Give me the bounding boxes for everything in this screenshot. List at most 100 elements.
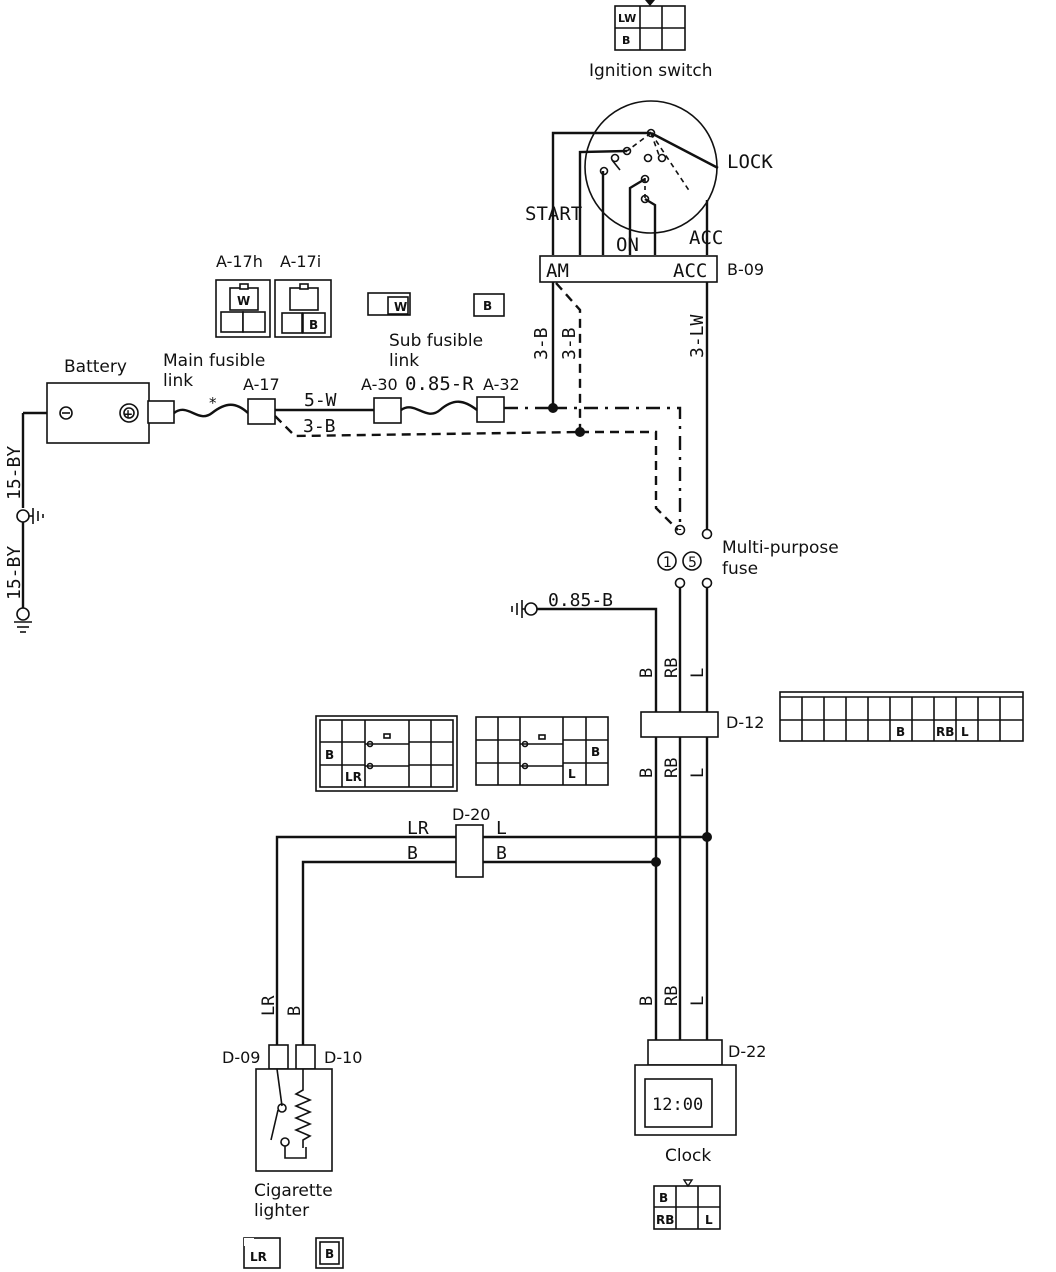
wire-label-15by-a: 15-BY — [4, 446, 25, 500]
wire-label-lr-top: LR — [407, 818, 429, 839]
wire-label-b2: B — [637, 768, 657, 778]
svg-text:L: L — [705, 1213, 713, 1227]
wire-3b-dashed — [555, 282, 582, 432]
d12-connector — [640, 711, 719, 738]
svg-text:B: B — [591, 745, 600, 759]
sub-fusible-link-label-1: Sub fusible — [389, 331, 483, 351]
wire-label-3b-a: 3-B — [531, 327, 552, 360]
wire-label-3b-b: 3-B — [559, 327, 580, 360]
clock-display: 12:00 — [652, 1095, 703, 1115]
ground-terminal-3 — [524, 602, 538, 616]
a17i-connector-icon: B — [274, 279, 332, 338]
lock-label: LOCK — [727, 151, 773, 173]
wire-label-3b-main: 3-B — [303, 416, 336, 437]
wire-label-l-top: L — [496, 818, 507, 839]
d22-connector — [647, 1039, 723, 1066]
d12-label: D-12 — [726, 713, 764, 732]
svg-text:LR: LR — [345, 770, 362, 784]
fuse-number-1: 1 — [663, 555, 672, 571]
on-label: ON — [616, 234, 639, 256]
svg-text:B: B — [325, 748, 334, 762]
wire-label-085r: 0.85-R — [405, 373, 474, 395]
junction-dot — [575, 427, 585, 437]
wire-b-lighter — [301, 860, 656, 1045]
a32-connector — [476, 396, 505, 423]
wire-label-rb2: RB — [662, 758, 682, 778]
wire-label-rb1: RB — [662, 658, 682, 678]
ground-terminal-2 — [16, 607, 30, 621]
wire-label-b1: B — [637, 668, 657, 678]
acc-label: ACC — [689, 227, 723, 249]
ign-conn-lw: LW — [618, 12, 636, 25]
ignition-switch-label: Ignition switch — [589, 61, 713, 81]
d20-connector — [455, 824, 484, 878]
d10-connector — [295, 1044, 316, 1070]
main-fusible-link-label-1: Main fusible — [163, 351, 265, 371]
a30-label: A-30 — [361, 375, 398, 394]
cigarette-lighter-label-2: lighter — [254, 1201, 309, 1221]
wire-label-b-v: B — [285, 1006, 305, 1016]
wire-label-l2: L — [688, 768, 708, 778]
d12-connector-icon: B RB L — [779, 691, 1024, 742]
am-terminal: AM — [546, 260, 569, 282]
svg-text:W: W — [394, 300, 407, 314]
multi-purpose-fuse-label-2: fuse — [722, 559, 758, 579]
d22-label: D-22 — [728, 1042, 766, 1061]
cigarette-lighter — [255, 1068, 333, 1172]
ground-icon — [511, 600, 525, 618]
svg-text:L: L — [568, 767, 576, 781]
d09-label: D-09 — [222, 1048, 260, 1067]
wire-085b — [537, 607, 658, 712]
a17h-connector-icon: W — [215, 279, 271, 338]
wire-label-lr-v: LR — [259, 995, 279, 1016]
svg-text:L: L — [961, 725, 969, 739]
start-label: START — [525, 203, 582, 225]
a30-connector — [373, 397, 402, 424]
junction-dot — [702, 832, 712, 842]
star-mark: * — [209, 394, 217, 412]
junction-dot — [651, 857, 661, 867]
multi-purpose-fuse: 1 5 — [657, 524, 713, 589]
main-fusible-link-label-2: link — [163, 371, 193, 391]
b09-connector: AM ACC B-09 — [539, 255, 764, 283]
wire-label-3lw: 3-LW — [687, 314, 708, 358]
a17h-label: A-17h — [216, 252, 263, 271]
a32-connector-icon: B — [473, 293, 505, 317]
wire-3b-main — [274, 415, 581, 438]
ign-conn-b: B — [622, 34, 630, 47]
a17-label: A-17 — [243, 375, 280, 394]
a17-connector — [247, 398, 276, 425]
svg-text:LR: LR — [250, 1250, 267, 1264]
d10-label: D-10 — [324, 1048, 362, 1067]
svg-text:W: W — [237, 294, 250, 308]
wire-3b-to-fuse — [580, 430, 679, 531]
multi-purpose-fuse-label-1: Multi-purpose — [722, 538, 839, 558]
wire-label-l1: L — [688, 668, 708, 678]
d20-label: D-20 — [452, 805, 490, 824]
sub-fusible-link — [400, 400, 478, 415]
wire-label-b3: B — [637, 996, 657, 1006]
plus-icon: + — [123, 407, 133, 421]
battery: + — [46, 382, 175, 444]
d09-connector — [268, 1044, 289, 1070]
a17i-label: A-17i — [280, 252, 321, 271]
battery-label: Battery — [64, 357, 127, 377]
sub-fusible-link-label-2: link — [389, 351, 419, 371]
svg-text:B: B — [325, 1247, 334, 1261]
ground-terminal — [16, 509, 30, 523]
wire-to-fuse-1 — [553, 406, 682, 530]
clock: 12:00 — [634, 1064, 737, 1136]
wire-label-rb3: RB — [662, 986, 682, 1006]
a32-label: A-32 — [483, 375, 520, 394]
junction-dot — [548, 403, 558, 413]
left-connector-icon-2: B L — [475, 716, 609, 786]
svg-text:B: B — [483, 299, 492, 313]
wire-lr — [275, 835, 707, 1045]
main-fusible-link — [173, 403, 249, 418]
ignition-switch: LOCK START ON ACC — [525, 100, 773, 256]
clock-connector-icon: B RB L — [653, 1179, 721, 1230]
ground-icon — [14, 621, 32, 633]
cig-lr-connector-icon: LR — [243, 1237, 281, 1269]
left-connector-icon-1: B LR — [315, 715, 458, 792]
